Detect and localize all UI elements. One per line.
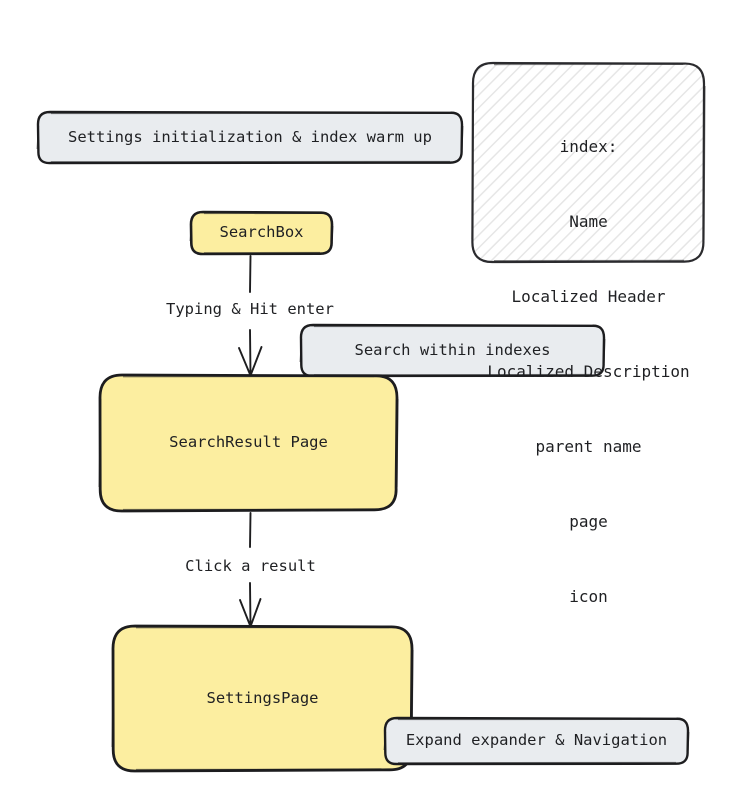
- edge-typing-line: [238, 255, 263, 377]
- note-expand-shape: [383, 716, 690, 766]
- node-settingspage-shape[interactable]: [111, 624, 414, 773]
- note-search-shape: [299, 323, 606, 378]
- edge-click-line: [239, 512, 262, 628]
- node-searchresult-shape[interactable]: [98, 373, 399, 513]
- note-init-shape: [36, 110, 464, 165]
- node-searchbox-shape[interactable]: [189, 210, 334, 256]
- note-index-shape: [471, 61, 706, 264]
